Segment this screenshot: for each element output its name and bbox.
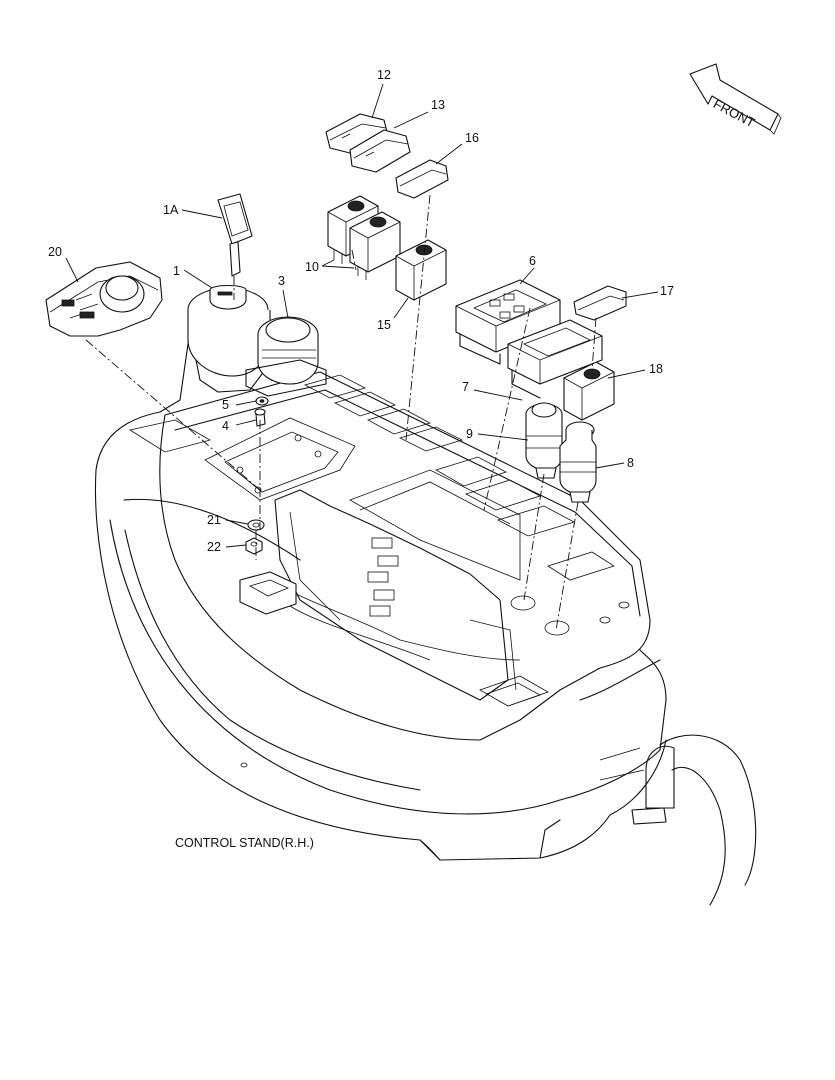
callout-8: 8 bbox=[627, 456, 634, 470]
leader-lines bbox=[65, 83, 659, 548]
part-8-socket bbox=[559, 421, 597, 503]
callout-1: 1 bbox=[173, 264, 180, 278]
callout-12: 12 bbox=[377, 68, 391, 82]
part-9-socket bbox=[525, 402, 563, 479]
part-18-rocker-switch bbox=[563, 361, 615, 421]
callout-20: 20 bbox=[48, 245, 62, 259]
callout-21: 21 bbox=[207, 513, 221, 527]
part-4-screw bbox=[254, 408, 266, 427]
front-arrow-icon bbox=[689, 63, 782, 135]
part-5-washer bbox=[255, 396, 269, 406]
part-3-rotary-switch bbox=[245, 316, 327, 397]
part-21-washer bbox=[247, 519, 265, 531]
callout-6: 6 bbox=[529, 254, 536, 268]
callout-18: 18 bbox=[649, 362, 663, 376]
part-13-rocker-cap bbox=[349, 129, 411, 173]
callout-1A: 1A bbox=[163, 203, 179, 217]
part-17-rocker-cap bbox=[573, 285, 627, 321]
part-22-nut bbox=[245, 537, 263, 555]
part-7-switch-panel bbox=[507, 319, 603, 399]
callout-16: 16 bbox=[465, 131, 479, 145]
callout-3: 3 bbox=[278, 274, 285, 288]
part-1A-key bbox=[217, 193, 253, 277]
callout-7: 7 bbox=[462, 380, 469, 394]
callout-15: 15 bbox=[377, 318, 391, 332]
part-16-rocker-cap bbox=[395, 159, 449, 199]
diagram-caption: CONTROL STAND(R.H.) bbox=[175, 836, 314, 850]
callout-4: 4 bbox=[222, 419, 229, 433]
center-lines bbox=[85, 194, 597, 631]
callout-9: 9 bbox=[466, 427, 473, 441]
part-20-control-knob bbox=[45, 261, 163, 337]
console-body bbox=[94, 297, 757, 906]
callout-17: 17 bbox=[660, 284, 674, 298]
callout-10: 10 bbox=[305, 260, 319, 274]
callout-13: 13 bbox=[431, 98, 445, 112]
part-15-rocker-switch bbox=[395, 239, 447, 301]
callout-5: 5 bbox=[222, 398, 229, 412]
callout-22: 22 bbox=[207, 540, 221, 554]
